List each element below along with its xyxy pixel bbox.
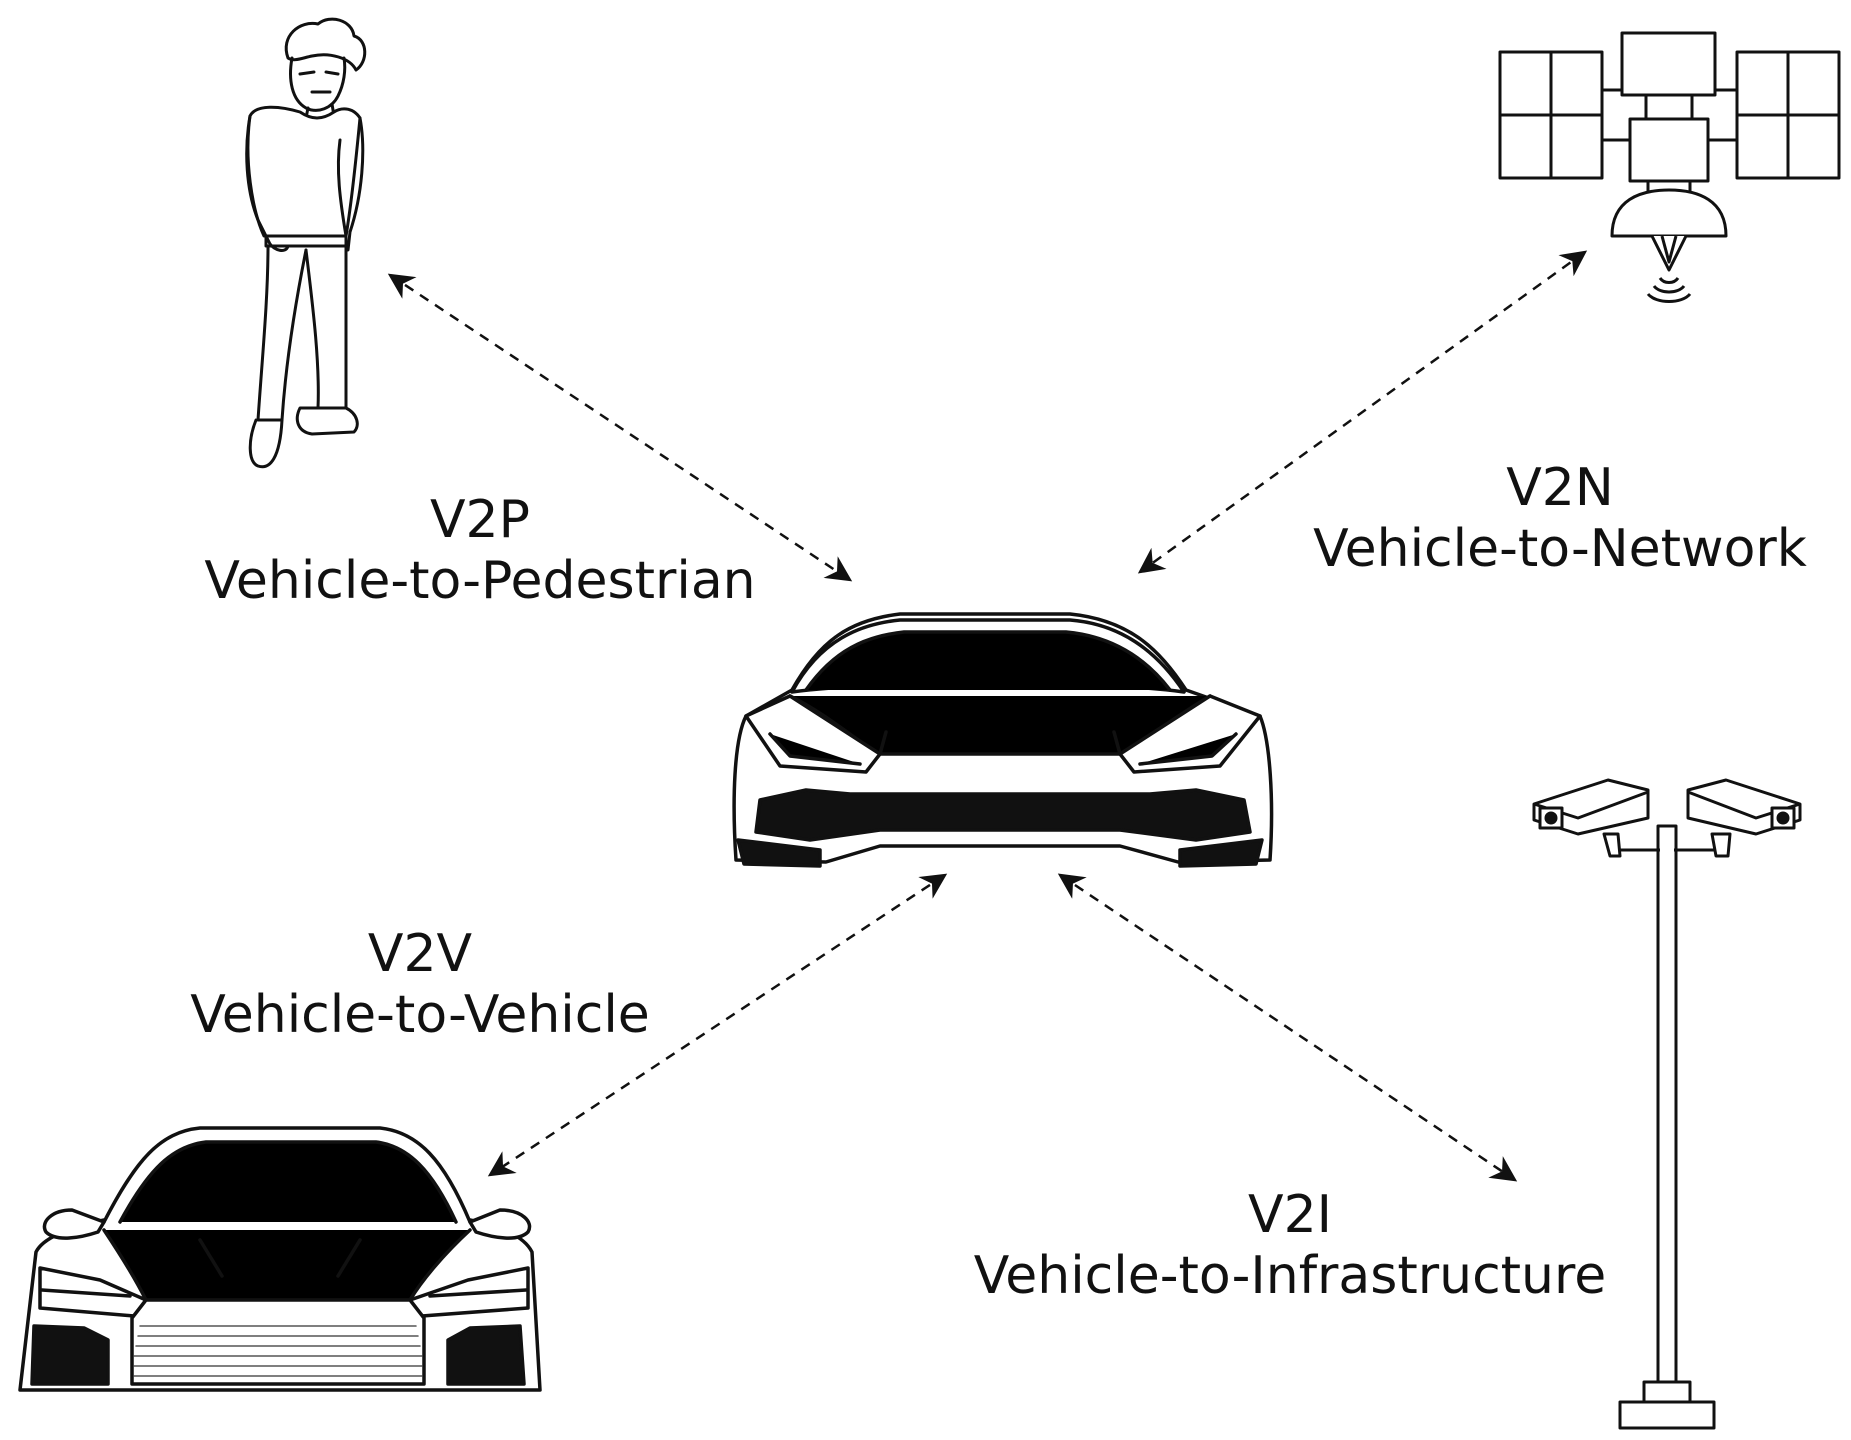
v2i-arrow bbox=[1057, 873, 1518, 1182]
v2v-name: Vehicle-to-Vehicle bbox=[190, 985, 650, 1046]
vehicle-center-icon bbox=[732, 612, 1274, 868]
v2n-name: Vehicle-to-Network bbox=[1313, 519, 1807, 580]
v2n-label: V2N Vehicle-to-Network bbox=[1290, 458, 1830, 581]
v2p-name: Vehicle-to-Pedestrian bbox=[204, 551, 756, 612]
v2p-label: V2P Vehicle-to-Pedestrian bbox=[170, 490, 790, 613]
v2i-label: V2I Vehicle-to-Infrastructure bbox=[950, 1185, 1630, 1308]
v2p-arrow bbox=[387, 273, 853, 582]
v2i-name: Vehicle-to-Infrastructure bbox=[973, 1246, 1607, 1307]
link-arrows bbox=[387, 250, 1588, 1182]
camera-pole-icon bbox=[1532, 778, 1802, 1430]
vehicle-icon bbox=[18, 1126, 542, 1392]
v2i-code: V2I bbox=[1248, 1185, 1332, 1245]
v2v-label: V2V Vehicle-to-Vehicle bbox=[150, 924, 690, 1047]
pedestrian-icon bbox=[245, 17, 367, 469]
v2n-code: V2N bbox=[1506, 458, 1614, 518]
v2n-arrow bbox=[1137, 250, 1588, 574]
satellite-icon bbox=[1498, 31, 1841, 303]
v2v-code: V2V bbox=[367, 924, 473, 984]
v2p-code: V2P bbox=[429, 490, 530, 550]
v2v-arrow bbox=[487, 873, 948, 1177]
